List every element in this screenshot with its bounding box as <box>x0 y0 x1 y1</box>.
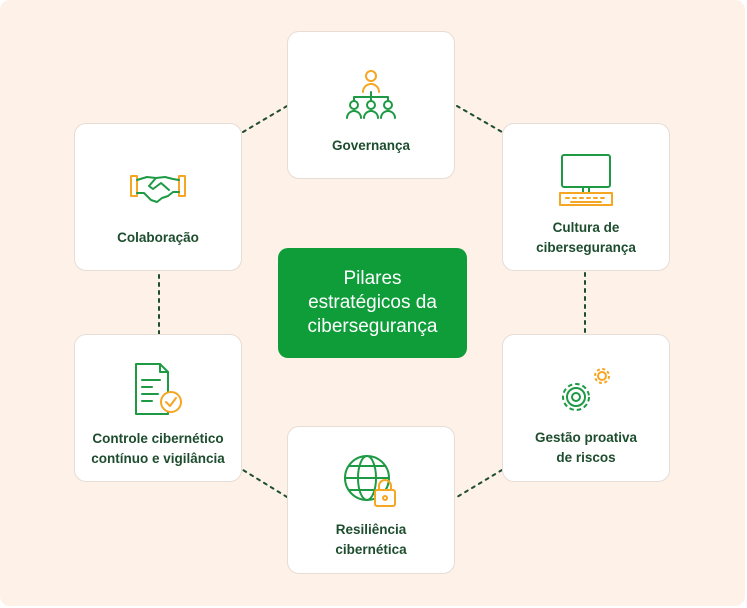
pillar-label: Cultura de cibersegurança <box>536 220 636 255</box>
pillar-label: Governança <box>331 138 411 153</box>
org-hierarchy-icon <box>346 70 396 119</box>
pillar-card-resiliencia: Resiliência cibernética <box>287 426 455 574</box>
connector-resiliencia-controle <box>242 469 288 498</box>
pillar-label: Controle cibernético contínuo e vigilânc… <box>91 431 225 466</box>
pillar-label: Resiliência cibernética <box>335 522 407 557</box>
center-title-box: Pilares estratégicos da cibersegurança <box>278 248 467 358</box>
globe-lock-icon <box>344 455 396 507</box>
pillar-card-gestao: Gestão proativa de riscos <box>502 334 670 482</box>
handshake-icon <box>130 175 186 203</box>
pillar-label: Colaboração <box>117 230 199 245</box>
pillar-label: Gestão proativa de riscos <box>534 430 638 465</box>
document-check-icon <box>135 363 182 415</box>
pillar-card-controle: Controle cibernético contínuo e vigilânc… <box>74 334 242 482</box>
computer-keyboard-icon <box>559 154 613 206</box>
gears-icon <box>562 368 610 411</box>
center-title: Pilares estratégicos da cibersegurança <box>307 268 438 337</box>
pillar-card-governanca: Governança <box>287 31 455 179</box>
connector-governanca-cultura <box>456 105 503 133</box>
connector-colaboracao-governanca <box>242 105 288 133</box>
pillar-card-colaboracao: Colaboração <box>74 123 242 271</box>
connector-gestao-resiliencia <box>456 469 503 498</box>
pillar-card-cultura: Cultura de cibersegurança <box>502 123 670 271</box>
